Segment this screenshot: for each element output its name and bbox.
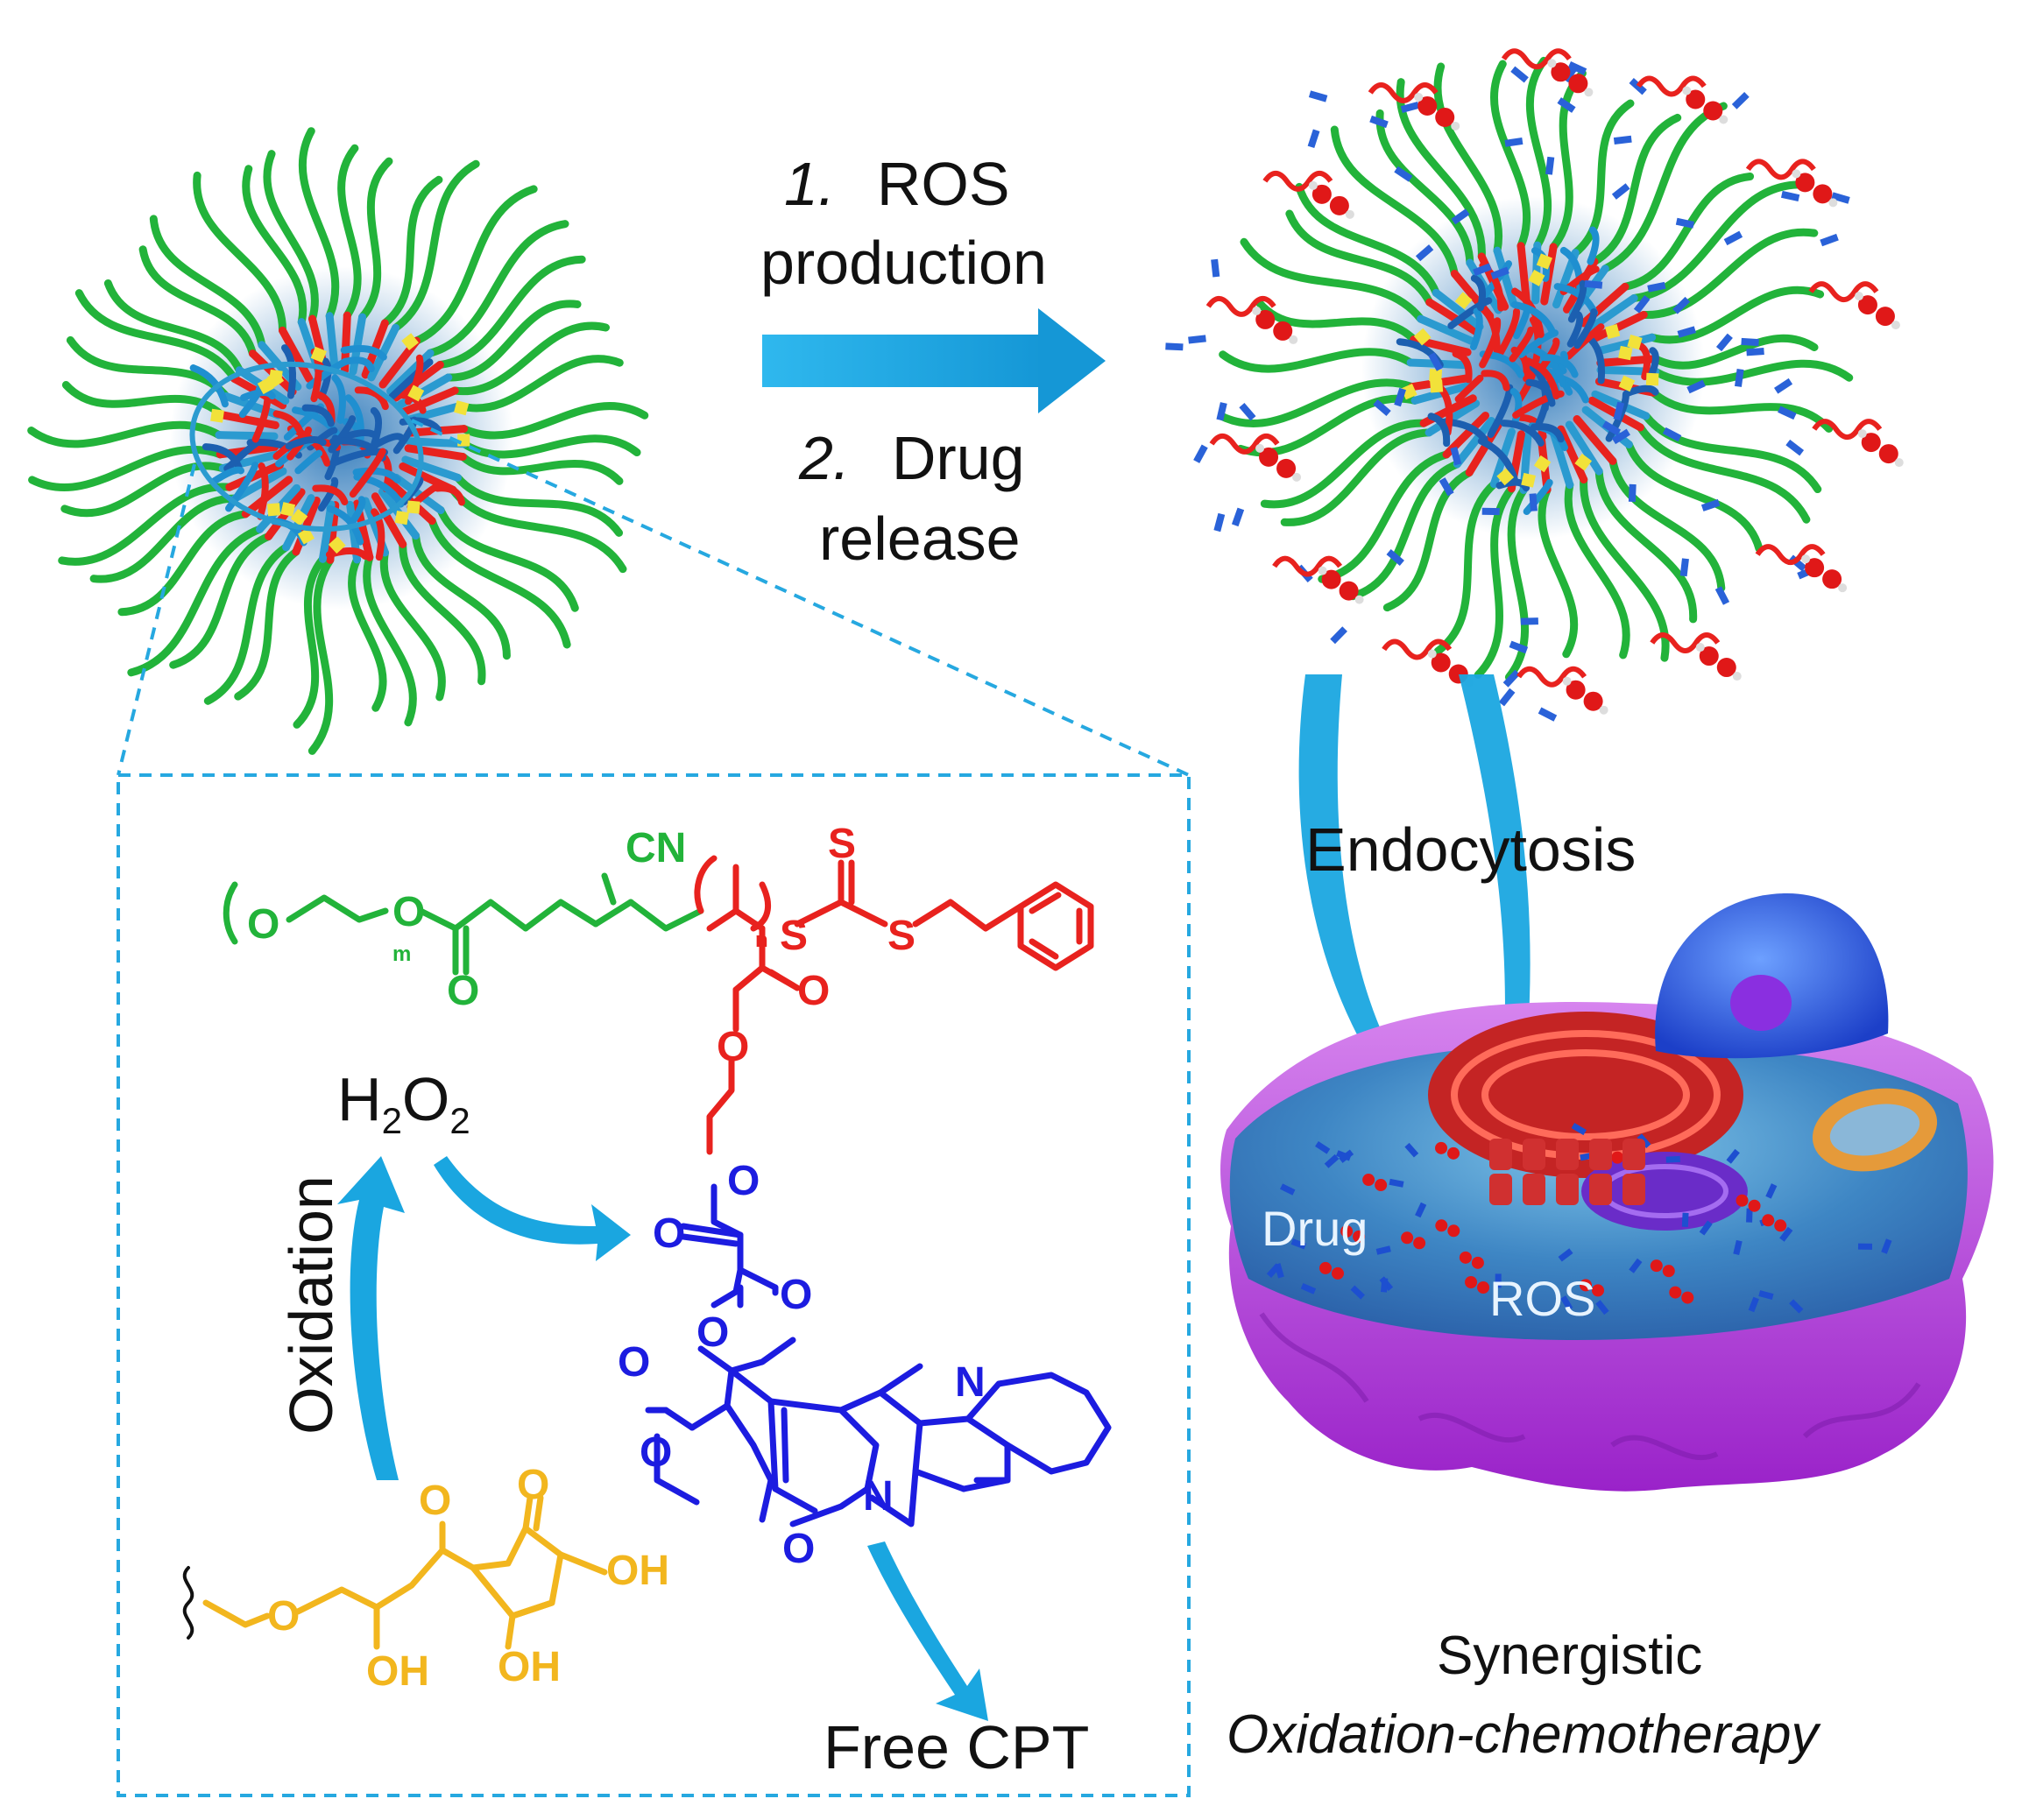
process-arrow	[762, 308, 1106, 413]
atom-s-top: S	[828, 821, 857, 867]
free-cpt-label: Free CPT	[824, 1713, 1090, 1781]
atom-o-linker1: O	[797, 968, 831, 1014]
atom-o-cpt6: O	[640, 1429, 673, 1476]
oxidation-arrow	[337, 1156, 405, 1480]
step2-line2: release	[819, 504, 1021, 573]
core-highlight-ellipse	[189, 361, 424, 533]
chemical-structure	[182, 855, 1112, 1650]
atom-n-cpt1: N	[863, 1473, 894, 1520]
atom-oh-asc2: OH	[366, 1648, 429, 1695]
free-cpt-arrow	[867, 1541, 988, 1721]
endoplasmic-reticulum	[1428, 1012, 1743, 1178]
step2-line1: Drug	[891, 424, 1025, 492]
oxidation-label: Oxidation	[277, 1175, 345, 1435]
nucleolus	[1730, 975, 1792, 1031]
atom-s-2: S	[887, 913, 916, 959]
atom-o-cpt5: O	[618, 1339, 651, 1386]
atom-s-1: S	[780, 913, 809, 959]
endocytosis-label: Endocytosis	[1305, 815, 1637, 884]
atom-o-linker2: O	[717, 1024, 750, 1070]
zoom-line-left	[117, 463, 196, 776]
h2o2-o: O	[401, 1065, 450, 1133]
intact-micelle	[27, 127, 649, 755]
cell-ros-label: ROS	[1489, 1271, 1596, 1326]
chemical-structure-box	[117, 773, 1191, 1797]
endocytosis-arrow-1	[1298, 674, 1437, 1130]
ascorbate-block	[202, 1494, 608, 1650]
atom-o-cpt1: O	[727, 1158, 760, 1204]
atom-o-cpt2: O	[653, 1210, 686, 1257]
attachment-wave	[182, 1566, 194, 1640]
step2-label: 2. Drug	[799, 427, 1025, 489]
mitochondrion-inner	[1829, 1104, 1920, 1156]
footer-line2: Oxidation-chemotherapy	[1227, 1704, 1819, 1765]
peg-block	[223, 872, 704, 976]
subscript-m: m	[392, 942, 412, 966]
h2o2-sub1: 2	[381, 1100, 402, 1141]
endoplasmic-reticulum-inner2	[1481, 1049, 1690, 1140]
zoom-line-right	[411, 419, 1190, 777]
atom-o-asc1: O	[267, 1593, 300, 1640]
h2o2-to-drug-arrow	[434, 1156, 631, 1261]
h2o2-label: H2O2	[337, 1069, 470, 1139]
atom-o-asc2: O	[419, 1478, 452, 1524]
atom-o-peg3: O	[447, 968, 480, 1014]
step2-number: 2.	[799, 424, 851, 492]
atom-o-cpt3: O	[780, 1272, 813, 1318]
atom-o-peg2: O	[392, 889, 426, 935]
atom-n-cpt2: N	[955, 1359, 986, 1406]
subscript-n: n	[755, 928, 768, 952]
cell-drug-label: Drug	[1262, 1201, 1368, 1256]
nucleus	[1655, 893, 1889, 1059]
step1-line1: ROS	[876, 150, 1010, 218]
step1-label: 1. ROS	[784, 153, 1010, 215]
atom-o-cpt7: O	[782, 1526, 816, 1572]
step1-number: 1.	[784, 150, 836, 218]
cell-particles	[1266, 1122, 1892, 1316]
atom-o-peg1: O	[247, 901, 280, 948]
atom-oh-asc1: OH	[606, 1548, 669, 1594]
cell-wave-1	[1259, 1312, 1921, 1461]
atom-o-cpt4: O	[696, 1309, 730, 1356]
atom-o-asc3: O	[517, 1462, 550, 1508]
camptothecin-block	[645, 1183, 1112, 1527]
atom-oh-asc3: OH	[498, 1644, 561, 1690]
h2o2-h: H	[337, 1065, 382, 1133]
step1-line2: production	[760, 229, 1047, 297]
h2o2-sub2: 2	[449, 1100, 470, 1141]
linker-block	[694, 855, 1094, 1155]
footer-line1: Synergistic	[1437, 1626, 1703, 1686]
atom-cn: CN	[626, 825, 687, 871]
cell-illustration	[1220, 893, 1994, 1492]
dissociating-micelle	[1165, 48, 1904, 722]
